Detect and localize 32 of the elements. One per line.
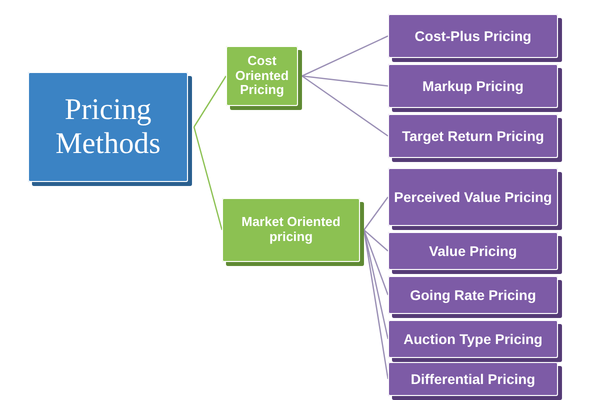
node-label: Perceived Value Pricing	[394, 188, 552, 206]
method-box	[388, 276, 558, 314]
method-box	[388, 232, 558, 270]
method-box	[388, 362, 558, 396]
node-label: Auction Type Pricing	[404, 330, 542, 348]
connector-line	[364, 230, 388, 252]
node-label: Value Pricing	[429, 242, 517, 260]
connector-line	[302, 75, 388, 137]
category-box	[226, 46, 298, 106]
node-label: Target Return Pricing	[402, 128, 544, 144]
node-label: Cost Oriented Pricing	[234, 54, 290, 98]
category-box	[222, 198, 360, 262]
connector-line	[302, 75, 388, 87]
method-box	[388, 320, 558, 358]
root-box	[28, 72, 188, 182]
connector-line	[363, 230, 389, 340]
node-label: Pricing Methods	[54, 92, 162, 162]
connector-line	[193, 76, 227, 128]
node-label: Differential Pricing	[410, 370, 536, 388]
method-box	[388, 64, 558, 108]
connector-line	[302, 35, 388, 77]
method-box	[388, 114, 558, 158]
node-label: Cost-Plus Pricing	[414, 28, 532, 44]
method-box	[388, 14, 558, 58]
node-label: Markup Pricing	[422, 78, 524, 94]
method-box	[388, 168, 558, 226]
connector-line	[193, 126, 223, 230]
node-label: Going Rate Pricing	[410, 286, 536, 304]
connector-line	[363, 230, 389, 380]
connector-line	[363, 196, 389, 230]
connector-line	[363, 230, 389, 296]
node-label: Market Oriented pricing	[240, 215, 342, 245]
